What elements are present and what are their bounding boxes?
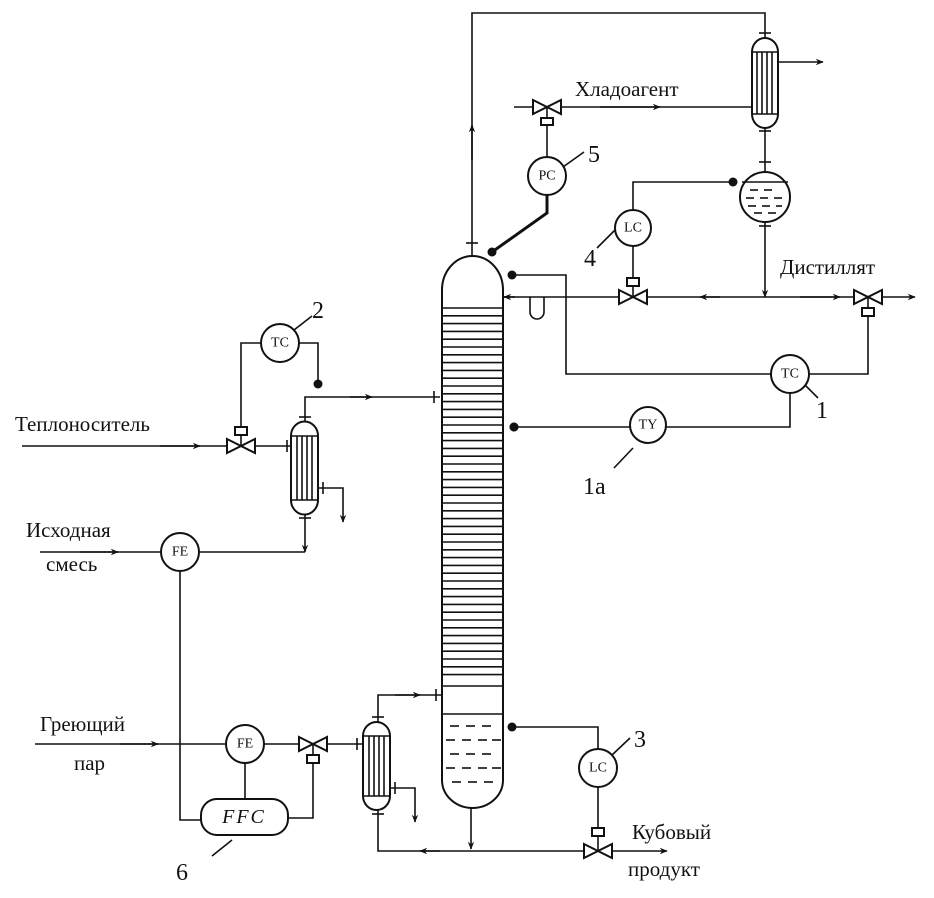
coolant-control-valve[interactable] xyxy=(532,98,562,126)
pressure-tap-dot xyxy=(487,247,497,257)
reflux-control-valve[interactable] xyxy=(618,277,648,306)
pc-instrument[interactable]: PC xyxy=(527,156,567,196)
bottoms-control-valve[interactable] xyxy=(583,827,613,860)
steam-line: Греющий пар FE xyxy=(35,712,363,819)
loop-number-2: 2 xyxy=(312,298,324,324)
steam-label-line1: Греющий xyxy=(40,712,125,736)
svg-text:LC: LC xyxy=(589,761,607,776)
column-bottom-liquid xyxy=(446,725,501,783)
pressure-control-loop: PC 5 xyxy=(487,125,600,257)
feed-line: Исходная смесь FE xyxy=(26,518,305,821)
fe-steam-instrument[interactable]: FE xyxy=(225,724,265,764)
svg-text:LC: LC xyxy=(624,221,642,236)
loop-number-5: 5 xyxy=(588,142,600,168)
svg-text:TC: TC xyxy=(271,336,289,351)
heat-carrier-control-valve[interactable] xyxy=(226,426,256,455)
lc-bottom-instrument[interactable]: LC xyxy=(578,748,618,788)
loop-number-1: 1 xyxy=(816,398,828,424)
loop-number-4: 4 xyxy=(584,246,596,272)
bottoms-label-line2: продукт xyxy=(628,857,700,881)
loop-number-3: 3 xyxy=(634,727,646,753)
condenser xyxy=(751,37,824,129)
svg-text:TC: TC xyxy=(781,367,799,382)
svg-text:FE: FE xyxy=(172,545,188,560)
coolant-line: Хладоагент xyxy=(514,77,752,126)
fe-feed-instrument[interactable]: FE xyxy=(160,532,200,572)
bottom-level-control-loop: LC 3 xyxy=(507,722,646,828)
heater-temperature-control-loop: TC 2 xyxy=(240,298,324,427)
heat-carrier-line: Теплоноситель xyxy=(15,412,290,455)
reboiler xyxy=(362,689,584,855)
svg-text:PC: PC xyxy=(538,169,555,184)
ty-instrument[interactable]: TY xyxy=(629,406,667,444)
reflux-level-control-loop: LC 4 xyxy=(584,177,738,278)
distillation-column xyxy=(441,255,504,809)
reflux-line xyxy=(503,277,765,320)
loop-number-6: 6 xyxy=(176,860,188,886)
feed-label-line2: смесь xyxy=(46,552,97,576)
svg-text:FE: FE xyxy=(237,737,253,752)
tc-heater-instrument[interactable]: TC xyxy=(260,323,300,363)
u-trap xyxy=(529,297,545,320)
column-temperature-tap-dot xyxy=(509,422,519,432)
distillate-line: Дистиллят xyxy=(765,255,916,317)
lc-reflux-instrument[interactable]: LC xyxy=(614,209,652,247)
feed-heater xyxy=(290,391,440,553)
bottoms-label-line1: Кубовый xyxy=(632,820,711,844)
distillate-label: Дистиллят xyxy=(780,255,875,279)
distillate-control-valve[interactable] xyxy=(853,288,883,317)
top-temperature-control-loop: TC 1 TY 1а xyxy=(507,270,869,500)
loop-number-1a: 1а xyxy=(583,474,606,500)
column-trays xyxy=(442,307,503,676)
steam-control-valve[interactable] xyxy=(298,735,328,764)
ffc-ratio-controller[interactable]: FFC xyxy=(200,798,289,836)
svg-text:TY: TY xyxy=(639,418,658,433)
svg-text:FFC: FFC xyxy=(221,806,266,828)
tc-top-instrument[interactable]: TC xyxy=(770,354,810,394)
steam-label-line2: пар xyxy=(74,751,105,775)
coolant-label: Хладоагент xyxy=(575,77,679,101)
bottoms-line: Кубовый продукт xyxy=(467,808,711,881)
heat-carrier-label: Теплоноситель xyxy=(15,412,150,436)
receiver xyxy=(739,128,791,298)
overhead-vapor-line xyxy=(466,12,771,255)
feed-label-line1: Исходная xyxy=(26,518,111,542)
